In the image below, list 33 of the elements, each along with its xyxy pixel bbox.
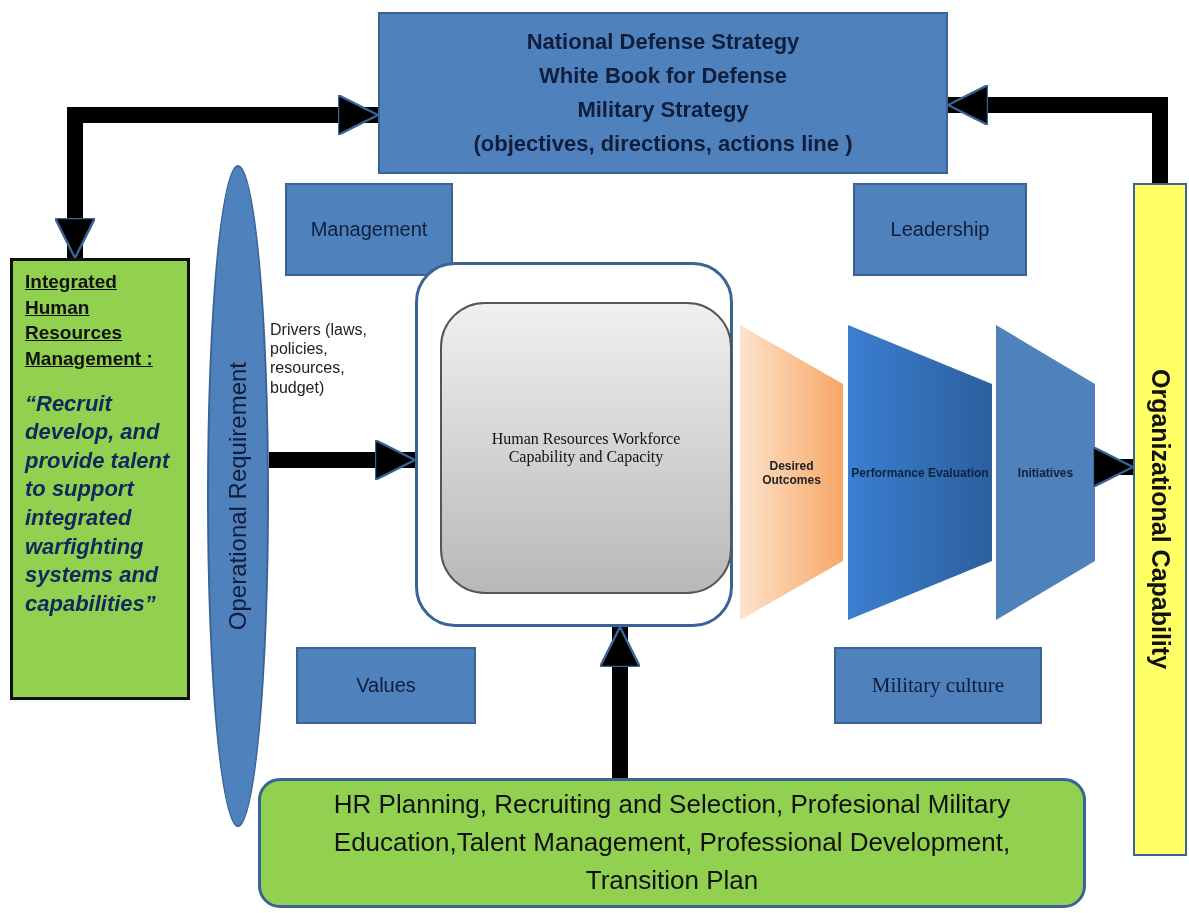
process-box [296,647,476,724]
process-box [834,647,1042,724]
label-text: Initiatives [1017,465,1074,480]
process-box [285,183,453,276]
capability-bar [1133,183,1187,856]
heading-text: Integrated Human Resources Management : [25,270,154,371]
label-text: Desired Outcomes [761,458,822,487]
label-text: HR Planning, Recruiting and Selection, Profesional Military Education,Talent Management, Professional Development, Transition Plan [332,788,1012,897]
label-text: Human Resources Workforce Capability and Capacity [490,430,682,466]
label-text: Management [310,218,428,241]
block-arrow [946,83,1168,183]
block-arrow [1091,445,1135,489]
block-arrow [53,93,380,260]
label-text: Organizational Capability [1145,369,1175,670]
label-text: Operational Requirement [224,361,252,631]
block-arrow [269,438,417,482]
label-text: Military Strategy [577,96,749,124]
strategy-box [378,12,948,174]
activities-box [258,778,1086,908]
label-text: Values [356,674,416,697]
label-text: “Recruit develop, and provide talent to support integrated warfighting systems and capabilities” [25,389,171,618]
container-box [415,262,733,627]
label-text: Leadership [890,218,990,241]
label-text: National Defense Strategy [526,27,800,56]
label-text: (objectives, directions, actions line ) [473,130,853,159]
block-arrow [598,625,642,778]
definition-box [10,258,190,700]
label-text: White Book for Defense [538,61,788,90]
label-text: Performance Evaluation [851,465,989,480]
process-box [853,183,1027,276]
capability-box [440,302,732,594]
drivers-text: Drivers (laws, policies, resources, budget) [270,320,368,398]
label-text: Military culture [871,672,1005,700]
